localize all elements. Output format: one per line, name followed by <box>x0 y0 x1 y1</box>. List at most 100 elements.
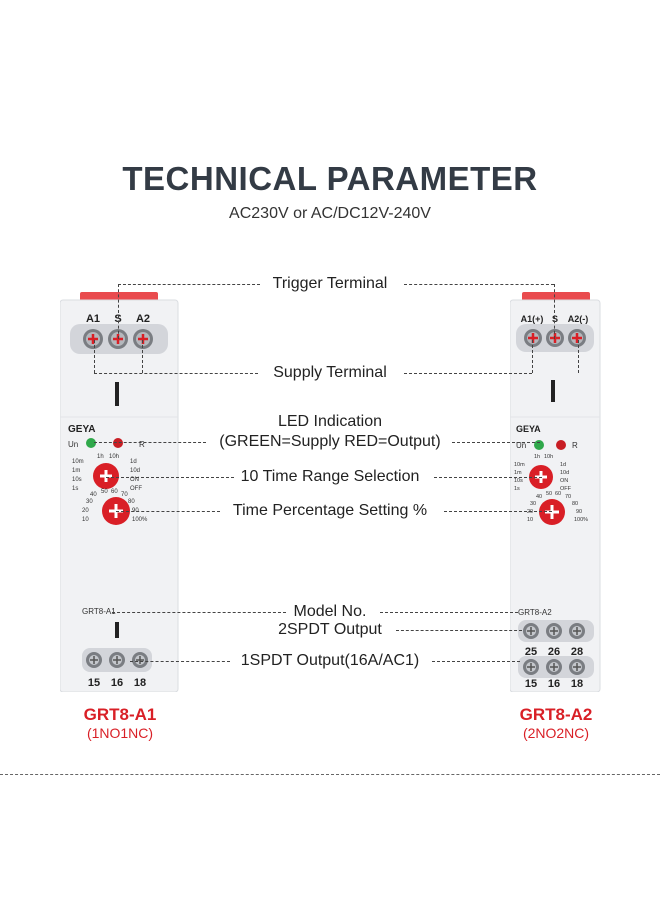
leader-line <box>554 284 555 339</box>
leader-line <box>116 511 220 512</box>
din-slot <box>115 382 119 406</box>
screw-icon <box>546 329 564 347</box>
dial-label: 10 <box>527 517 533 523</box>
din-slot <box>551 380 555 402</box>
screw-icon <box>524 329 542 347</box>
leader-line <box>142 340 143 373</box>
dial-label: 1h <box>97 454 104 460</box>
model-name-left: GRT8-A1 <box>83 705 157 724</box>
screw-icon <box>569 659 585 675</box>
dial-label: 10d <box>560 470 569 476</box>
dial-label: 100% <box>132 517 148 523</box>
dial-label: 70 <box>565 494 571 500</box>
dial-label: 30 <box>86 499 93 505</box>
dial-label: ON <box>130 477 139 483</box>
device-model-label: GRT8-A2 <box>518 608 552 617</box>
screw-icon <box>546 623 562 639</box>
leader-line <box>434 477 542 478</box>
device-grt8-a2: A1(+) S A2(-) GEYA Un R 1h 10h 10m 1m 10… <box>510 292 601 692</box>
dial-label: 1d <box>130 459 137 465</box>
terminal-label-26: 26 <box>548 646 560 658</box>
device-grt8-a1: A1 S A2 GEYA Un R 1h 10h 10m 1m 10s 1s 1… <box>60 292 179 692</box>
callout-1spdt-output: 1SPDT Output(16A/AC1) <box>240 652 420 669</box>
dial-label: 40 <box>536 494 542 500</box>
led-un-label: Un <box>516 441 526 450</box>
brand-logo: GEYA <box>516 424 541 434</box>
screw-icon <box>568 329 586 347</box>
dial-label: 10m <box>72 459 84 465</box>
screw-icon <box>546 659 562 675</box>
dial-label: 1m <box>514 470 522 476</box>
dial-label: 10m <box>514 462 525 468</box>
led-red-icon <box>113 438 123 448</box>
terminal-label-28: 28 <box>571 646 583 658</box>
terminal-label-15: 15 <box>525 678 537 690</box>
leader-line <box>130 661 230 662</box>
led-red-icon <box>556 440 566 450</box>
dial-label: OFF <box>130 486 142 492</box>
leader-line <box>118 284 260 285</box>
terminal-label-a1: A1 <box>86 313 100 325</box>
dial-label: 1s <box>514 486 520 492</box>
page-separator <box>0 774 660 775</box>
terminal-label-18: 18 <box>571 678 583 690</box>
dial-label: 10d <box>130 468 140 474</box>
page-title: TECHNICAL PARAMETER <box>122 160 538 197</box>
time-percent-knob[interactable] <box>539 499 565 525</box>
dial-label: 1s <box>72 486 78 492</box>
screw-icon <box>86 652 102 668</box>
leader-line <box>94 442 206 443</box>
leader-line <box>578 340 579 373</box>
dial-label: 10s <box>514 478 523 484</box>
leader-line <box>444 511 552 512</box>
leader-line <box>396 630 522 631</box>
terminal-label-18: 18 <box>134 677 146 689</box>
dial-label: 50 <box>546 491 552 497</box>
leader-line <box>380 612 518 613</box>
dial-label: 60 <box>111 489 118 495</box>
callout-2spdt-output: 2SPDT Output <box>278 621 382 638</box>
leader-line <box>118 284 119 339</box>
dial-label: 100% <box>574 517 588 523</box>
callout-led-detail: (GREEN=Supply RED=Output) <box>219 433 441 450</box>
dial-label: 20 <box>527 509 533 515</box>
model-type-right: (2NO2NC) <box>522 725 590 741</box>
device-body <box>510 299 601 692</box>
led-r-label: R <box>139 440 145 449</box>
dial-label: 20 <box>82 508 89 514</box>
screw-icon <box>132 652 148 668</box>
screw-icon <box>523 623 539 639</box>
dial-label: 10 <box>82 517 89 523</box>
led-un-label: Un <box>68 440 78 449</box>
leader-line <box>404 373 532 374</box>
leader-line <box>452 442 540 443</box>
terminal-label-16: 16 <box>111 677 123 689</box>
terminal-label-a1: A1(+) <box>521 314 544 324</box>
dial-label: 1d <box>560 462 566 468</box>
din-slot <box>115 622 119 638</box>
dial-label: 10h <box>109 454 119 460</box>
callout-time-percentage: Time Percentage Setting % <box>232 502 428 519</box>
callout-time-range: 10 Time Range Selection <box>240 468 420 485</box>
dial-label: 30 <box>530 501 536 507</box>
dial-label: 60 <box>555 491 561 497</box>
leader-line <box>432 661 520 662</box>
leader-line <box>94 373 258 374</box>
dial-label: 10h <box>544 454 553 460</box>
callout-supply-terminal: Supply Terminal <box>273 364 387 381</box>
device-model-label: GRT8-A1 <box>82 607 116 616</box>
device-body <box>60 299 179 692</box>
leader-line <box>532 340 533 373</box>
dial-label: 90 <box>576 509 582 515</box>
dial-label: 80 <box>128 499 135 505</box>
dial-label: 10s <box>72 477 82 483</box>
terminal-label-a2: A2 <box>136 313 150 325</box>
model-type-left: (1NO1NC) <box>86 725 154 741</box>
leader-line <box>106 477 234 478</box>
screw-icon <box>83 329 103 349</box>
callout-model-no: Model No. <box>293 603 367 620</box>
dial-label: ON <box>560 478 568 484</box>
dial-label: OFF <box>560 486 572 492</box>
led-r-label: R <box>572 441 578 450</box>
time-range-knob[interactable] <box>93 463 119 489</box>
